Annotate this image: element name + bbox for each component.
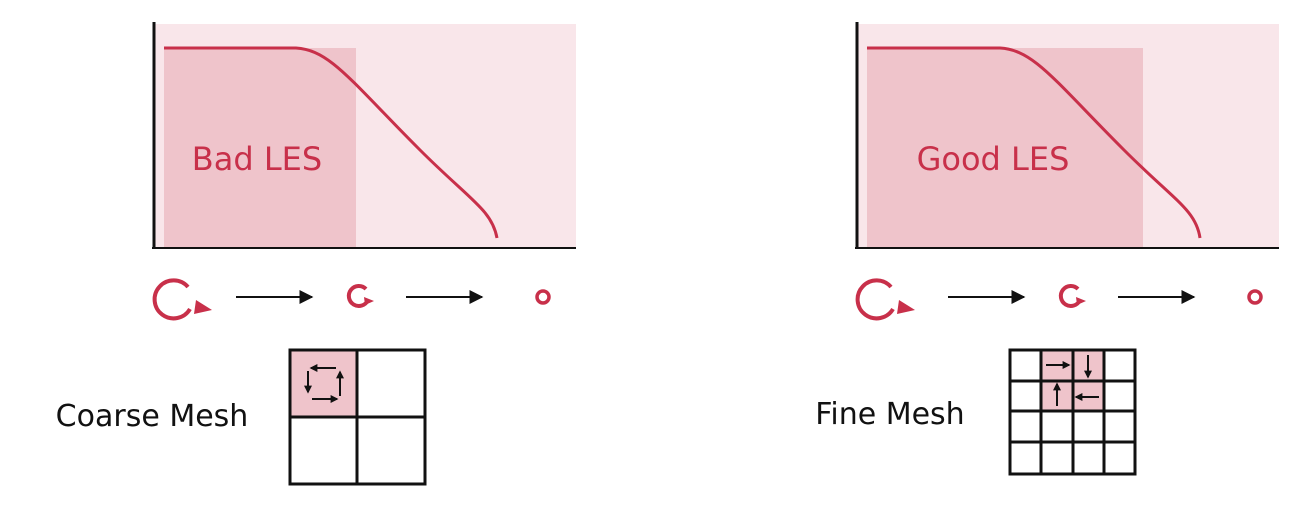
region-label: Bad LES (192, 140, 322, 178)
region-label: Good LES (917, 140, 1070, 178)
mesh-grid (1008, 348, 1137, 476)
mesh-label: Coarse Mesh (56, 399, 249, 434)
energy-spectrum-curve (867, 46, 1202, 239)
small-eddy-icon (1247, 289, 1263, 305)
eddy-cascade-right (855, 278, 1263, 321)
circulation-arrows-icon (1046, 355, 1099, 406)
large-eddy-icon (152, 278, 212, 321)
energy-spectrum-curve (164, 46, 499, 239)
large-eddy-icon (855, 278, 915, 321)
highlighted-cell (290, 350, 357, 417)
coarse-mesh: Coarse Mesh (56, 348, 427, 486)
spectrum-chart-left: Bad LES (152, 22, 576, 249)
spectrum-chart-right: Good LES (855, 22, 1279, 249)
fine-mesh: Fine Mesh (815, 348, 1137, 476)
resolved-region (867, 48, 1143, 248)
mesh-grid (288, 348, 427, 486)
circulation-arrows-icon (304, 364, 344, 403)
mesh-label: Fine Mesh (815, 397, 964, 432)
eddy-cascade-left (152, 278, 551, 321)
small-eddy-icon (535, 289, 551, 305)
medium-eddy-icon (346, 283, 374, 308)
medium-eddy-icon (1058, 283, 1086, 308)
resolved-region (164, 48, 356, 248)
